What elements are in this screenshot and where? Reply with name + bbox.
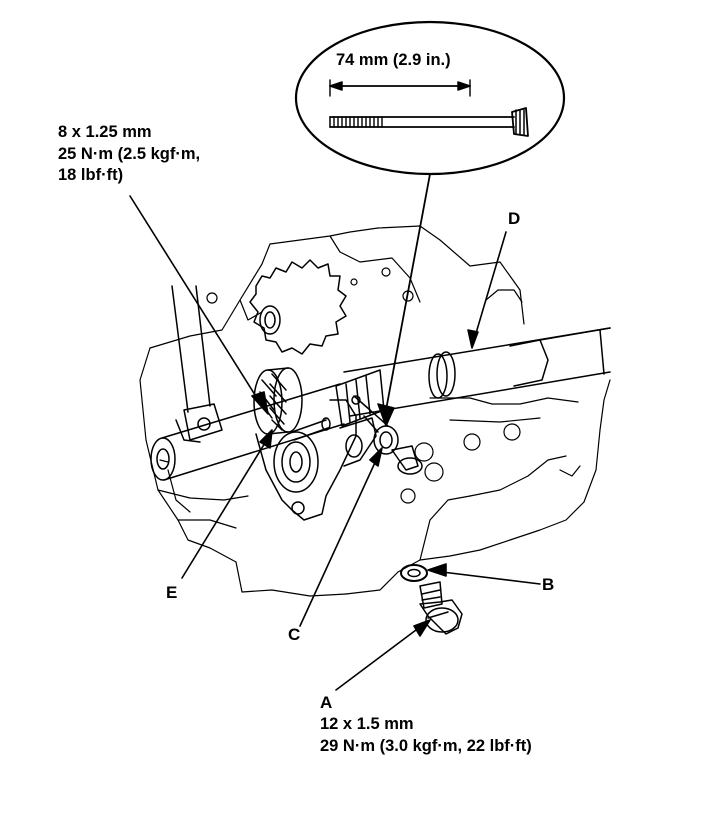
washer-b	[400, 564, 428, 582]
e-bolt-torque-line1: 25 N·m (2.5 kgf·m,	[58, 145, 201, 163]
part-label-e: E	[166, 583, 178, 602]
engine-block	[139, 225, 611, 597]
leader-b	[433, 570, 541, 585]
leader-c	[299, 455, 379, 627]
part-label-d: D	[508, 209, 521, 228]
leader-lines	[129, 195, 541, 691]
timing-sprocket	[249, 259, 347, 355]
leader-d	[473, 231, 507, 341]
a-bolt-size-label: 12 x 1.5 mm	[320, 715, 414, 733]
leader-e-spec	[129, 195, 263, 407]
special-tool-shaft	[150, 327, 611, 481]
part-label-b: B	[542, 575, 555, 594]
bolt-length-label: 74 mm (2.9 in.)	[336, 51, 451, 69]
leader-a	[335, 623, 425, 691]
a-bolt-torque-label: 29 N·m (3.0 kgf·m, 22 lbf·ft)	[320, 737, 532, 755]
leader-e	[181, 437, 269, 579]
e-bolt-size-label: 8 x 1.25 mm	[58, 123, 152, 141]
bolt-a	[419, 581, 463, 635]
part-label-a: A	[320, 693, 333, 712]
part-label-c: C	[288, 625, 301, 644]
e-bolt-torque-line2: 18 lbf·ft)	[58, 166, 124, 184]
magnified-inset	[294, 20, 566, 427]
pump-housing	[255, 399, 377, 521]
tool-handle	[171, 285, 223, 443]
